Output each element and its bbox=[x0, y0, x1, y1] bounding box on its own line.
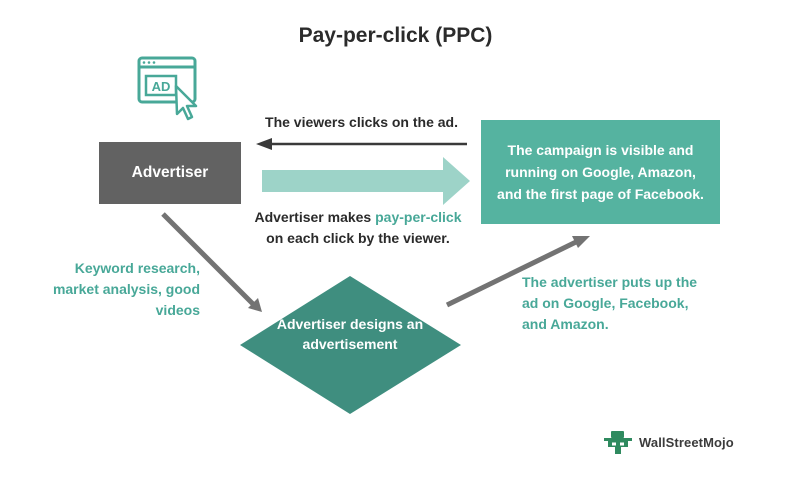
design-diamond bbox=[240, 276, 461, 414]
diamond-text: Advertiser designs an advertisement bbox=[276, 316, 424, 352]
wallstreetmojo-logo-icon bbox=[604, 431, 632, 454]
ad-icon-text: AD bbox=[152, 79, 171, 94]
arrow-to-design bbox=[161, 212, 256, 307]
payment-label: Advertiser makes pay-per-click on each c… bbox=[249, 207, 467, 249]
payment-label-highlight: pay-per-click bbox=[375, 209, 462, 225]
logo-text: WallStreetMojo bbox=[639, 434, 734, 450]
ad-click-icon: AD bbox=[137, 56, 198, 121]
arrow-to-campaign-up bbox=[445, 239, 578, 308]
clicks-label: The viewers clicks on the ad. bbox=[265, 114, 458, 130]
arrow-to-campaign bbox=[262, 157, 470, 205]
campaign-box: The campaign is visible and running on G… bbox=[481, 120, 720, 224]
advertiser-box: Advertiser bbox=[99, 142, 241, 204]
wallstreetmojo-logo: WallStreetMojo bbox=[602, 429, 734, 455]
payment-label-part2: on each click by the viewer. bbox=[266, 230, 450, 246]
payment-label-part1: Advertiser makes bbox=[254, 209, 376, 225]
puts-label: The advertiser puts up the ad on Google,… bbox=[522, 274, 698, 332]
keyword-label: Keyword research, market analysis, good … bbox=[52, 260, 200, 318]
page-title: Pay-per-click (PPC) bbox=[298, 24, 493, 47]
